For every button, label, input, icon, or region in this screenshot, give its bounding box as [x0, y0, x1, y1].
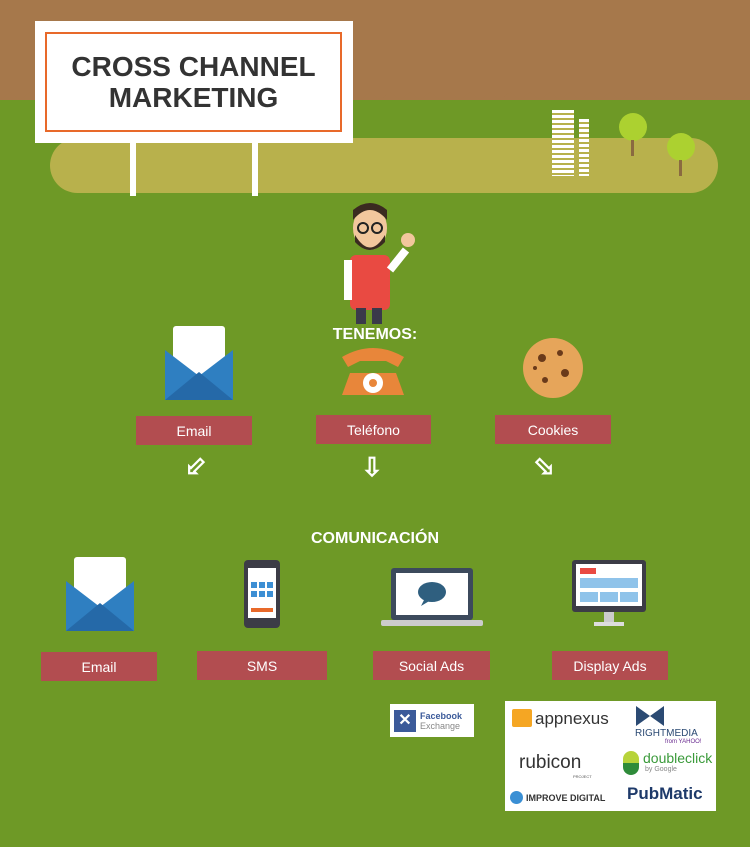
arrow-down-icon: ⇩ — [361, 452, 383, 482]
comunicacion-display-ads-label: Display Ads — [552, 651, 668, 680]
doubleclick-logo: doubleclick — [643, 750, 713, 766]
telephone-icon — [342, 348, 404, 395]
arrow-down-left-icon: ⇩ — [526, 448, 563, 486]
tenemos-heading: TENEMOS: — [332, 326, 418, 343]
path-oval — [50, 138, 718, 193]
tenemos-telefono-label: Teléfono — [316, 415, 431, 444]
appnexus-logo: appnexus — [535, 709, 609, 728]
tenemos-cookies-label: Cookies — [495, 415, 611, 444]
envelope-icon — [165, 326, 233, 400]
facebook-x-icon: ✕ — [394, 709, 416, 732]
smartphone-icon — [244, 560, 280, 628]
tenemos-email-label: Email — [136, 416, 252, 445]
google-text: by Google — [645, 766, 677, 773]
tree-icon — [619, 113, 647, 141]
page-title: CROSS CHANNEL MARKETING — [45, 32, 342, 132]
envelope-icon — [66, 557, 134, 631]
comunicacion-social-ads-label: Social Ads — [373, 651, 490, 680]
appnexus-icon — [512, 709, 532, 727]
exchange-text: Exchange — [420, 720, 461, 731]
improve-digital-icon — [510, 791, 523, 804]
rubicon-logo: rubicon — [519, 752, 582, 773]
improve-digital-logo: IMPROVE DIGITAL — [526, 793, 606, 803]
ad-exchanges-logos: appnexus RIGHTMEDIA from YAHOO! rubicon … — [505, 701, 716, 811]
sign-post — [130, 141, 136, 196]
building-icon — [579, 119, 589, 176]
facebook-text: Facebook — [420, 710, 463, 721]
tree-trunk — [679, 160, 682, 176]
rightmedia-logo: RIGHTMEDIA — [635, 728, 698, 739]
laptop-chat-icon — [381, 568, 483, 626]
rubicon-sub: PROJECT — [573, 774, 592, 779]
yahoo-text: from YAHOO! — [665, 739, 702, 745]
sign-post — [252, 141, 258, 196]
character-illustration — [344, 203, 415, 324]
comunicacion-heading: COMUNICACIÓN — [311, 530, 439, 547]
cookie-icon — [523, 338, 583, 398]
comunicacion-sms-label: SMS — [197, 651, 327, 680]
tree-trunk — [631, 140, 634, 156]
building-icon — [552, 110, 574, 176]
title-sign: CROSS CHANNEL MARKETING — [35, 21, 353, 143]
pubmatic-logo: PubMatic — [627, 784, 703, 803]
tree-icon — [667, 133, 695, 161]
arrow-down-right-icon: ⇩ — [177, 448, 214, 486]
desktop-monitor-icon — [572, 560, 646, 626]
comunicacion-email-label: Email — [41, 652, 157, 681]
doubleclick-icon — [623, 751, 639, 775]
rightmedia-icon — [636, 706, 664, 726]
